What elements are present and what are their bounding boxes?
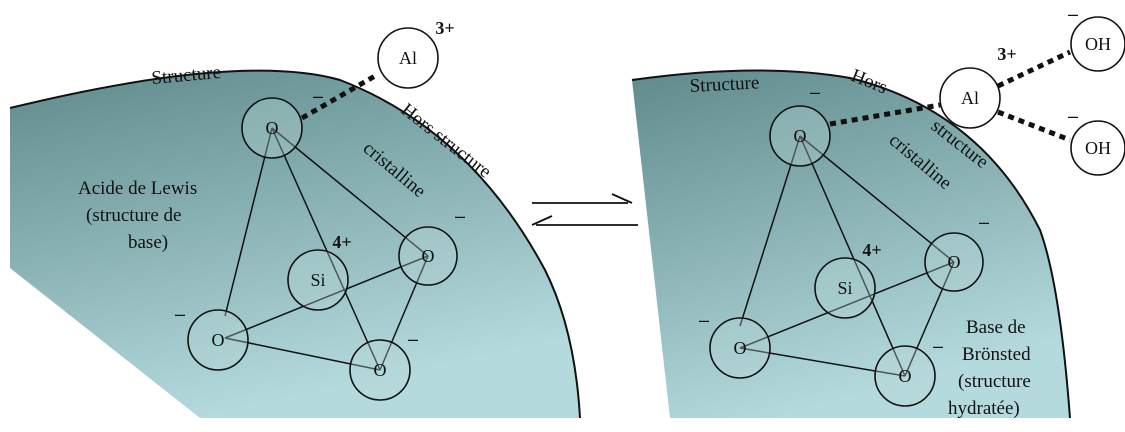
left-panel-lewis-acid: Al 3+ O – O – O – O – Si [9,18,581,419]
right-o-bl-label: O [734,338,747,358]
left-o-top: O – [241,86,323,159]
right-o-right-charge: – [979,212,989,232]
right-o-top: O – [769,82,831,167]
left-o-top-label: O [266,118,279,138]
left-al-charge: 3+ [435,18,454,38]
right-o-br-label: O [899,366,912,386]
right-base-line2: Brönsted [962,344,1031,365]
left-o-bottom-left: O – [175,304,249,371]
right-oh-top-label: OH [1085,34,1111,54]
left-si-label: Si [310,270,325,290]
left-o-top-charge: – [313,86,323,106]
right-o-right-label: O [948,252,961,272]
right-base-line3: (structure [958,371,1031,392]
left-o-bl-charge: – [175,304,185,324]
right-o-bottom-left: O – [699,310,771,379]
right-o-bl-charge: – [699,310,709,330]
right-al-oh-top-bond [996,49,1072,89]
right-o-br-charge: – [933,336,943,356]
right-oh-top-charge: – [1068,4,1078,24]
left-acide-line2: (structure de [86,205,181,226]
right-o-right: O – [924,212,989,292]
right-al-charge: 3+ [997,44,1016,64]
right-si-charge: 4+ [862,240,881,260]
right-al-atom: Al 3+ [939,44,1017,129]
right-o-top-charge: – [810,82,820,102]
left-o-bottom-right: O – [349,329,418,401]
equilibrium-arrows [531,193,638,226]
left-o-right-charge: – [455,206,465,226]
left-acide-line1: Acide de Lewis [78,178,197,199]
left-o-bl-label: O [212,330,225,350]
right-al-label: Al [961,88,979,108]
left-o-br-charge: – [408,329,418,349]
left-si-charge: 4+ [332,232,351,252]
right-oh-bottom-label: OH [1085,138,1111,158]
left-al-atom: Al 3+ [377,18,455,89]
left-al-o-bond [300,73,377,121]
left-o-right: O – [398,206,465,286]
right-o-bottom-right: O – [874,336,943,407]
left-tetrahedron-bonds [224,127,429,371]
left-acide-line3: base) [128,232,168,253]
right-o-top-label: O [794,126,807,146]
left-al-label: Al [399,48,417,68]
right-al-o-bond [829,102,941,127]
left-surface-edge [9,69,581,419]
right-al-oh-bottom-bond [997,109,1071,143]
right-panel-bronsted-base: Al 3+ OH – OH – O – O – O [631,4,1125,419]
right-structure-label: Structure [689,72,760,97]
left-si-atom: Si 4+ [287,232,352,311]
left-o-right-label: O [422,246,435,266]
right-surface-edge [631,69,1071,419]
right-oh-top: OH – [1068,4,1125,72]
right-oh-bottom-charge: – [1068,106,1078,126]
right-oh-bottom: OH – [1068,106,1125,176]
right-si-atom: Si 4+ [814,240,882,319]
right-si-label: Si [837,278,852,298]
left-crystal-surface [10,70,580,419]
right-tetrahedron-bonds [739,135,955,377]
left-o-br-label: O [374,360,387,380]
right-crystal-surface [632,70,1070,419]
right-base-line4: hydratée) [948,398,1020,419]
right-base-line1: Base de [966,317,1026,338]
